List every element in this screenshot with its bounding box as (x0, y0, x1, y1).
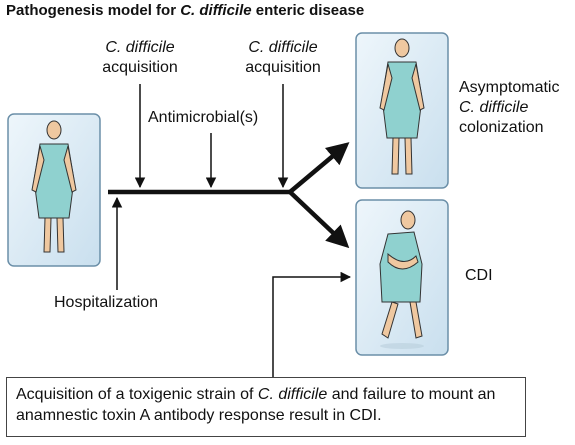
patient-panel-cdi (355, 199, 449, 356)
branch-arrow-down (288, 190, 350, 249)
patient-panel-left (7, 113, 101, 267)
footnote-part1: Acquisition of a toxigenic strain of (16, 386, 258, 403)
diagram-title: Pathogenesis model for C. difficile ente… (6, 2, 364, 19)
asymptomatic-line1: Asymptomatic (459, 79, 560, 96)
label-asymptomatic-colonization: Asymptomatic C. difficile colonization (459, 78, 559, 138)
acquisition-1-text: acquisition (102, 59, 178, 76)
patient-figure-standing-icon (31, 120, 77, 253)
title-prefix: Pathogenesis model for (6, 2, 181, 19)
acquisition-1-organism: C. difficile (105, 39, 175, 56)
label-acquisition-1: C. difficile acquisition (90, 38, 190, 78)
patient-figure-standing-icon (379, 38, 425, 175)
branch-arrow-up (288, 142, 350, 194)
title-italic: C. difficile (180, 2, 252, 19)
patient-panel-asymptomatic (355, 32, 449, 189)
timeline (108, 84, 352, 377)
footnote-box: Acquisition of a toxigenic strain of C. … (6, 377, 526, 437)
patient-figure-hunched-icon (379, 210, 424, 349)
asymptomatic-line2: C. difficile (459, 99, 529, 116)
label-acquisition-2: C. difficile acquisition (233, 38, 333, 78)
label-cdi: CDI (465, 267, 493, 284)
label-antimicrobial: Antimicrobial(s) (148, 109, 259, 126)
label-hospitalization: Hospitalization (54, 294, 159, 311)
acquisition-2-organism: C. difficile (248, 39, 318, 56)
footnote-part2: and failure to mount an anamnestic toxin… (16, 386, 496, 424)
asymptomatic-line3: colonization (459, 119, 544, 136)
footnote-italic: C. difficile (257, 386, 328, 403)
title-suffix: enteric disease (251, 2, 365, 19)
acquisition-2-text: acquisition (245, 59, 321, 76)
arrow-footnote-to-cdi (272, 271, 352, 377)
